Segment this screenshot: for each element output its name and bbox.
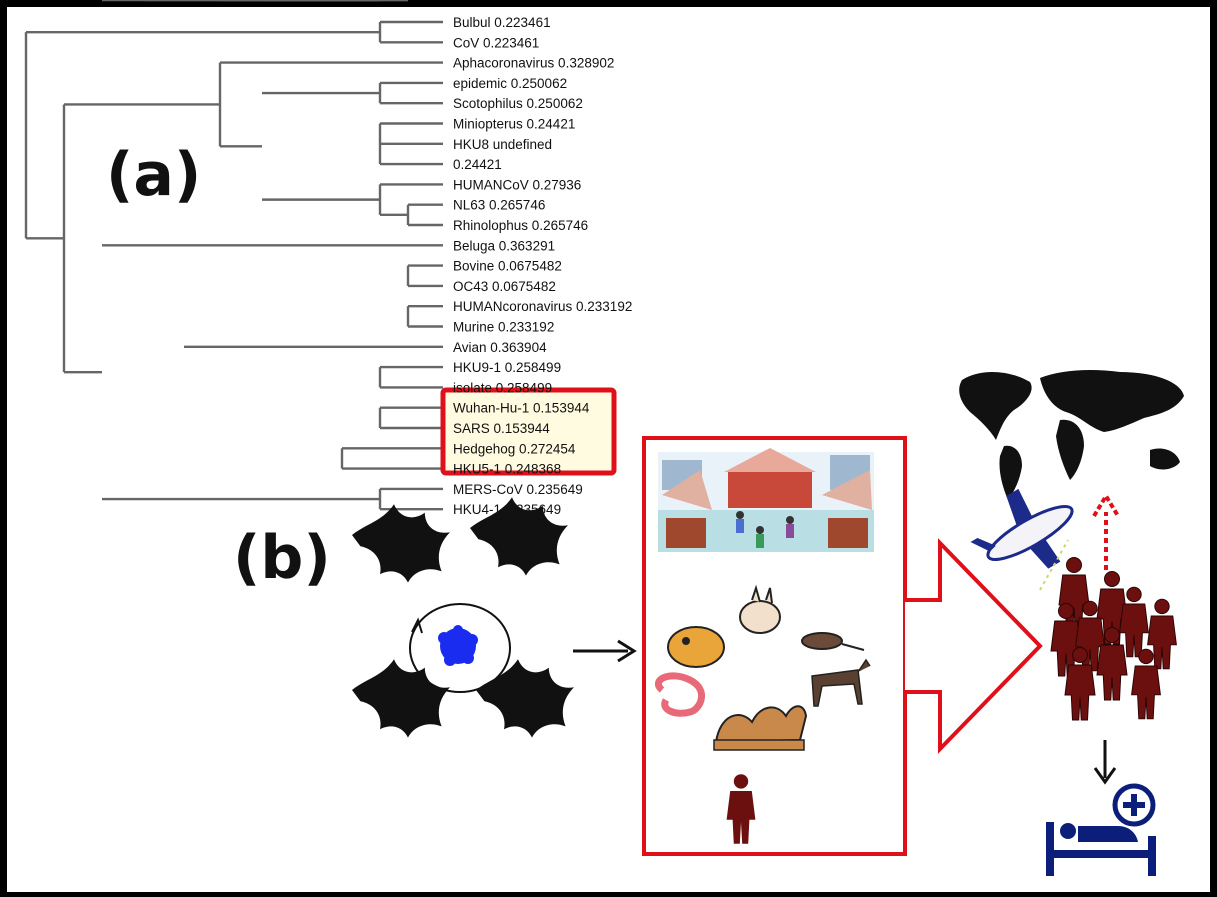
- crowd-icon: [1050, 556, 1178, 721]
- bat-icon: [352, 504, 450, 583]
- panel-label-a: (a): [106, 140, 201, 210]
- tree-leaf-label: Wuhan-Hu-1 0.153944: [453, 401, 590, 416]
- airplane-icon: [970, 488, 1074, 569]
- tree-leaf-label: Rhinolophus 0.265746: [453, 218, 588, 233]
- hospitalization-arrow: [1093, 740, 1117, 785]
- tree-leaf-label: Beluga 0.363291: [453, 238, 555, 253]
- tree-leaf-label: epidemic 0.250062: [453, 76, 567, 91]
- tree-leaf-label: Avian 0.363904: [453, 340, 547, 355]
- world-map-icon: [959, 370, 1184, 500]
- clade-highlight-box: [440, 387, 617, 476]
- cycle-circle: [409, 603, 511, 693]
- tree-leaf-label: MERS-CoV 0.235649: [453, 482, 583, 497]
- tree-leaf-label: Scotophilus 0.250062: [453, 96, 583, 111]
- tree-leaf-label: Bulbul 0.223461: [453, 15, 551, 30]
- tree-leaf-label: HKU9-1 0.258499: [453, 360, 561, 375]
- panel-label-b: (b): [233, 523, 331, 593]
- tree-leaf-label: NL63 0.265746: [453, 198, 545, 213]
- tree-leaf-label: HUMANcoronavirus 0.233192: [453, 299, 632, 314]
- tree-leaf-label: SARS 0.153944: [453, 421, 550, 436]
- tree-leaf-label: CoV 0.223461: [453, 35, 539, 50]
- animal-icon: [655, 584, 871, 751]
- tree-leaf-label: Aphacoronavirus 0.328902: [453, 56, 614, 71]
- transmission-arrow: [573, 639, 637, 663]
- bat-icon: [352, 659, 450, 738]
- tree-leaf-label: Murine 0.233192: [453, 320, 554, 335]
- tree-leaf-label: HUMANCoV 0.27936: [453, 177, 581, 192]
- global-spread-arrow: [1092, 492, 1120, 570]
- tree-leaf-label: HKU5-1 0.248368: [453, 462, 561, 477]
- tree-leaf-label: Bovine 0.0675482: [453, 259, 562, 274]
- bat-reservoir-group: [352, 497, 574, 738]
- bat-icon: [476, 659, 574, 738]
- market-icon: [658, 448, 874, 552]
- tree-leaf-label: isolate 0.258499: [453, 380, 552, 395]
- tree-leaf-label: HKU8 undefined: [453, 137, 552, 152]
- phylogenetic-tree: [24, 0, 443, 511]
- tree-leaf-label: 0.24421: [453, 157, 502, 172]
- virus-icon: [438, 625, 478, 666]
- flight-trail: [1039, 539, 1069, 591]
- tree-leaf-label: OC43 0.0675482: [453, 279, 556, 294]
- hospital-bed-icon: [1046, 783, 1156, 876]
- spread-arrow: [905, 538, 1043, 754]
- tree-leaf-label: Miniopterus 0.24421: [453, 117, 575, 132]
- tree-leaf-label: Hedgehog 0.272454: [453, 441, 576, 456]
